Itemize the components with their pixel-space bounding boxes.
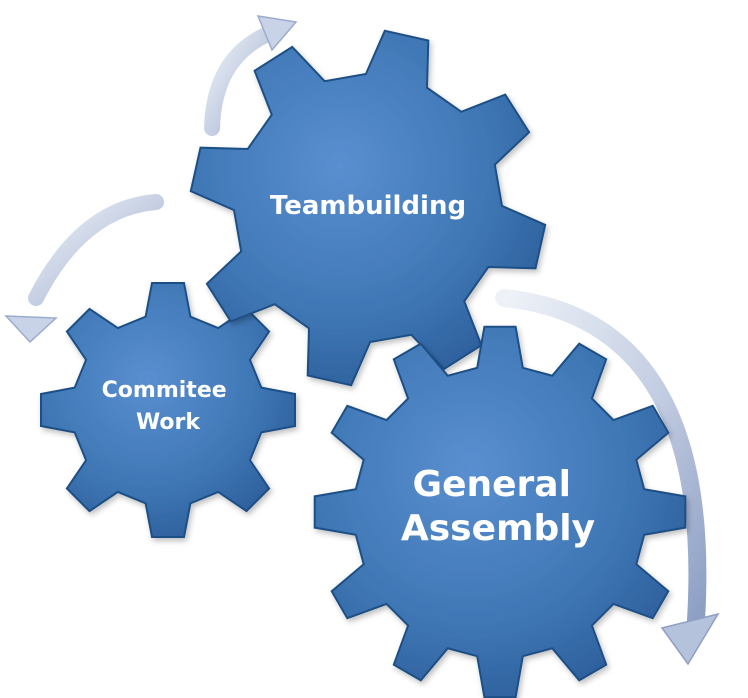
gear-teambuilding-label: Teambuilding: [270, 191, 466, 221]
arrow-left: [4, 194, 164, 344]
gear-general-assembly-icon: General Assembly: [313, 325, 687, 698]
gear-committee-label-line-1: Commitee: [102, 378, 227, 403]
svg-text:General Assembly: General Assembly: [401, 464, 595, 549]
gear-committee-label-line-2: Work: [136, 410, 201, 435]
arrow-top: [204, 15, 298, 136]
arrow-right: [495, 289, 720, 666]
gear-assembly-label-line-1: General: [413, 464, 571, 505]
gear-teambuilding-icon: Teambuilding: [189, 29, 547, 387]
gear-committee-icon: Commitee Work: [40, 282, 296, 538]
svg-text:Commitee Work: Commitee Work: [102, 378, 235, 435]
gear-assembly-label-line-2: Assembly: [401, 508, 595, 549]
